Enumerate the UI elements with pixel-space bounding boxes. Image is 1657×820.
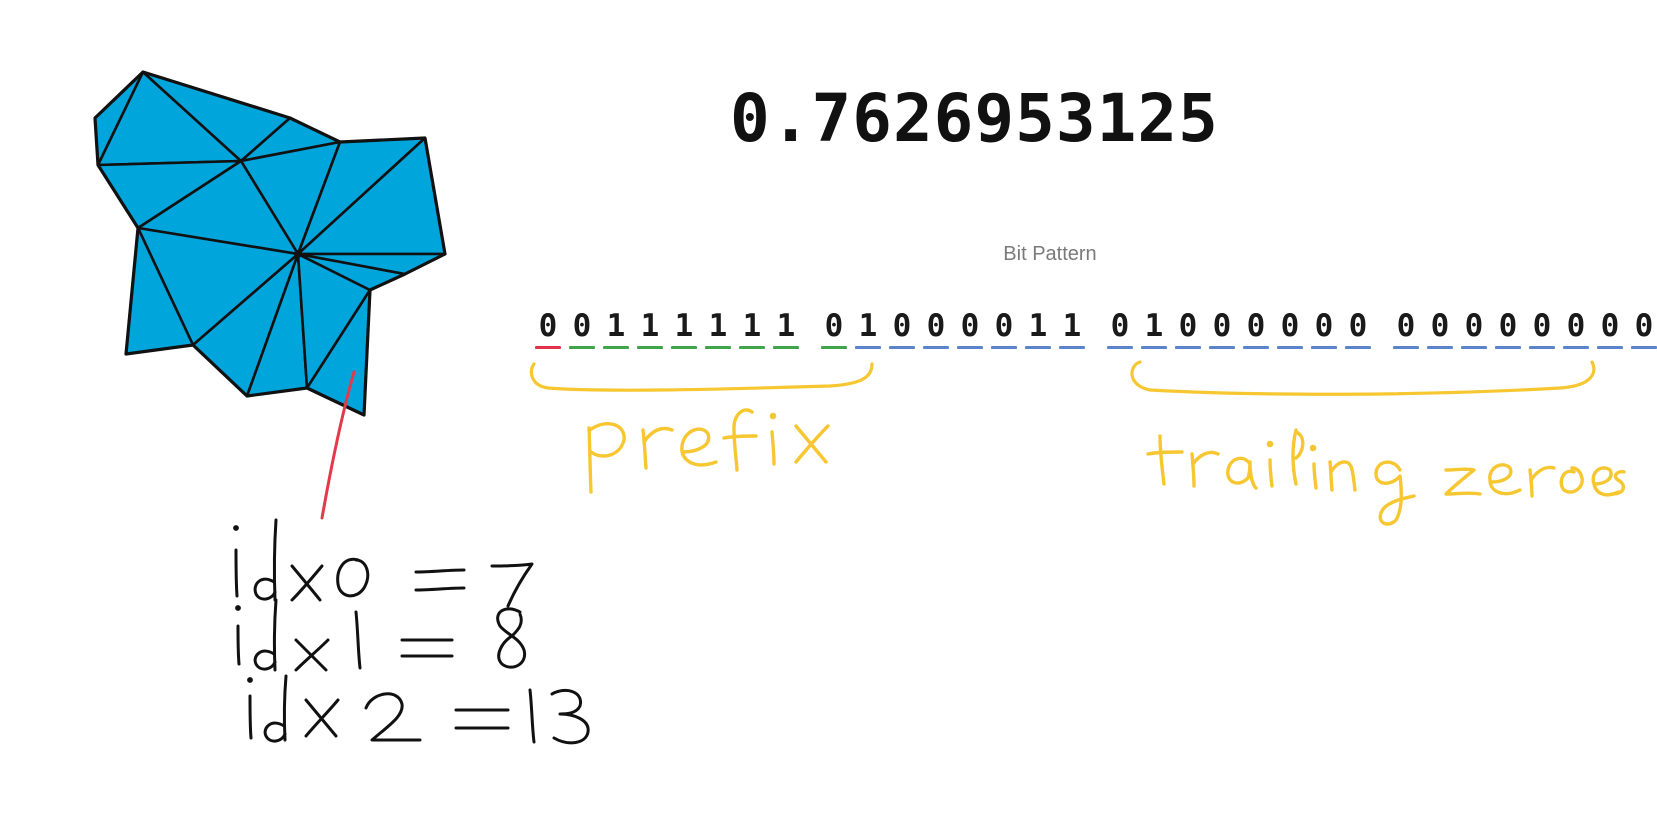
- mantissa-bit-underline: [1563, 346, 1589, 349]
- bit-digit: 0: [1600, 308, 1620, 344]
- bit-digit: 1: [858, 308, 878, 344]
- float-value: 0.7626953125: [730, 80, 1219, 157]
- mantissa-bit-underline: [1107, 346, 1133, 349]
- mantissa-bit-underline: [1597, 346, 1623, 349]
- mantissa-bit-underline: [923, 346, 949, 349]
- bit-digit: 1: [606, 308, 626, 344]
- bit-digit: 0: [538, 308, 558, 344]
- mantissa-bit-underline: [1175, 346, 1201, 349]
- mantissa-bit-underline: [1243, 346, 1269, 349]
- bit-digit: 0: [824, 308, 844, 344]
- triangle-pointer-line: [320, 370, 356, 520]
- trailing-handwriting: [1146, 428, 1626, 526]
- exponent-bit-underline: [637, 346, 663, 349]
- bit-digit: 0: [1464, 308, 1484, 344]
- bit-digit: 1: [1144, 308, 1164, 344]
- bit-pattern-label: Bit Pattern: [1003, 243, 1097, 265]
- exponent-bit-underline: [705, 346, 731, 349]
- mantissa-bit-underline: [855, 346, 881, 349]
- mantissa-bit-underline: [1311, 346, 1337, 349]
- mantissa-bit-underline: [991, 346, 1017, 349]
- exponent-bit-underline: [739, 346, 765, 349]
- idx-handwriting: [233, 518, 590, 745]
- bit-digit: 0: [960, 308, 980, 344]
- bit-digit: 1: [640, 308, 660, 344]
- mantissa-bit-underline: [1529, 346, 1555, 349]
- bit-digit: 1: [708, 308, 728, 344]
- mantissa-bit-underline: [1427, 346, 1453, 349]
- mantissa-bit-underline: [1209, 346, 1235, 349]
- prefix-handwriting: [587, 408, 830, 494]
- bit-digit: 0: [1178, 308, 1198, 344]
- bit-digit: 1: [776, 308, 796, 344]
- bit-digit: 0: [1348, 308, 1368, 344]
- bit-digit: 0: [1498, 308, 1518, 344]
- mantissa-bit-underline: [1495, 346, 1521, 349]
- mantissa-bit-underline: [1025, 346, 1051, 349]
- bit-digit: 0: [926, 308, 946, 344]
- bit-digit: 1: [1028, 308, 1048, 344]
- mesh-center-vertex: [294, 250, 302, 258]
- bit-digit: 0: [1566, 308, 1586, 344]
- exponent-bit-underline: [569, 346, 595, 349]
- bit-digit: 0: [1430, 308, 1450, 344]
- bit-digit: 0: [572, 308, 592, 344]
- bit-digit: 0: [1532, 308, 1552, 344]
- mantissa-bit-underline: [889, 346, 915, 349]
- bit-digit: 0: [1110, 308, 1130, 344]
- mesh-outline: [93, 70, 447, 417]
- mantissa-bit-underline: [1141, 346, 1167, 349]
- mantissa-bit-underline: [957, 346, 983, 349]
- mantissa-bit-underline: [1631, 346, 1657, 349]
- bit-digit: 0: [1246, 308, 1266, 344]
- bit-digit: 1: [742, 308, 762, 344]
- bit-digit: 0: [1314, 308, 1334, 344]
- mantissa-bit-underline: [1277, 346, 1303, 349]
- mantissa-bit-underline: [1345, 346, 1371, 349]
- bit-digit: 0: [1396, 308, 1416, 344]
- bit-digit: 0: [892, 308, 912, 344]
- bit-digit: 1: [1062, 308, 1082, 344]
- mantissa-bit-underline: [1059, 346, 1085, 349]
- trailing-brace: [1130, 360, 1596, 396]
- bit-digit: 1: [674, 308, 694, 344]
- bit-digit: 0: [1212, 308, 1232, 344]
- mantissa-bit-underline: [1461, 346, 1487, 349]
- sign-bit-underline: [535, 346, 561, 349]
- exponent-bit-underline: [671, 346, 697, 349]
- exponent-bit-underline: [773, 346, 799, 349]
- prefix-brace: [529, 362, 874, 392]
- bit-digit: 0: [1634, 308, 1654, 344]
- bit-digit: 0: [994, 308, 1014, 344]
- bit-digit: 0: [1280, 308, 1300, 344]
- exponent-bit-underline: [603, 346, 629, 349]
- exponent-bit-underline: [821, 346, 847, 349]
- mantissa-bit-underline: [1393, 346, 1419, 349]
